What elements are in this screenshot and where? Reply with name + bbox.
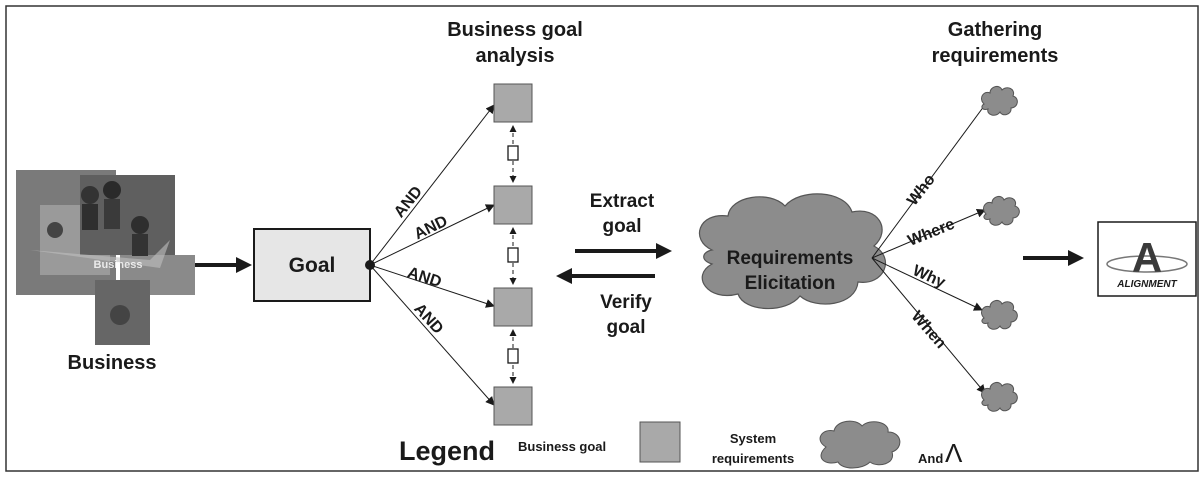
why-arrow: [871, 257, 983, 311]
who-arrow: [871, 97, 991, 259]
business-image-caption: Business: [94, 259, 143, 271]
verify-label-line1: Verify: [600, 292, 652, 313]
goal-box: [253, 228, 371, 302]
business-goal-square-2: [493, 185, 533, 225]
business-label: Business: [68, 352, 157, 374]
branch-arrow-3: [369, 264, 495, 308]
goal-link-1-2: [507, 125, 519, 183]
and-label-2: AND: [412, 213, 451, 243]
extract-label-line1: Extract: [590, 191, 655, 212]
legend-system-requirements-line2: requirements: [712, 451, 794, 466]
system-requirement-cloud-1: [981, 85, 1018, 116]
cloud-label-line2: Elicitation: [745, 273, 836, 294]
alignment-text: ALIGNMENT: [1116, 279, 1177, 290]
goal-label: Goal: [289, 254, 336, 277]
question-why: Why: [910, 262, 948, 291]
alignment-logo: A ALIGNMENT: [1097, 221, 1197, 297]
heading-gathering-line2: requirements: [932, 45, 1059, 67]
branch-arrow-4: [369, 264, 495, 406]
heading-analysis-line2: analysis: [476, 45, 555, 67]
business-image: Business: [16, 170, 195, 345]
goal-link-2-3: [507, 227, 519, 285]
requirements-elicitation-cloud: [698, 193, 886, 310]
alignment-letter: A: [1132, 234, 1162, 281]
legend-title: Legend: [399, 436, 495, 466]
question-where: Where: [905, 216, 957, 250]
branch-arrow-1: [369, 104, 495, 266]
business-goal-square-3: [493, 287, 533, 327]
and-label-3: AND: [405, 264, 443, 291]
legend-system-requirements-line1: System: [730, 431, 776, 446]
legend-business-goal-label: Business goal: [518, 439, 606, 454]
legend-business-goal-swatch: [639, 421, 681, 463]
goal-link-3-4: [507, 329, 519, 384]
and-label-4: AND: [410, 300, 446, 337]
heading-analysis-line1: Business goal: [447, 19, 583, 41]
legend-and-label: And: [918, 451, 943, 466]
question-who: Who: [904, 171, 939, 209]
where-arrow: [871, 208, 986, 259]
extract-label-line2: goal: [602, 216, 641, 237]
business-goal-square-1: [493, 83, 533, 123]
legend-and-symbol: Λ: [945, 438, 963, 468]
verify-label-line2: goal: [606, 317, 645, 338]
system-requirement-cloud-2: [983, 195, 1020, 226]
system-requirement-cloud-4: [981, 381, 1018, 412]
heading-gathering-line1: Gathering: [948, 19, 1042, 41]
and-label-1: AND: [391, 183, 426, 221]
frame-border: [5, 5, 1199, 472]
system-requirement-cloud-3: [981, 299, 1018, 330]
branch-arrow-2: [369, 204, 495, 266]
question-when: When: [908, 308, 949, 352]
cloud-label-line1: Requirements: [727, 248, 854, 269]
business-goal-square-4: [493, 386, 533, 426]
legend-cloud-swatch: [819, 420, 901, 469]
when-arrow: [871, 257, 986, 394]
